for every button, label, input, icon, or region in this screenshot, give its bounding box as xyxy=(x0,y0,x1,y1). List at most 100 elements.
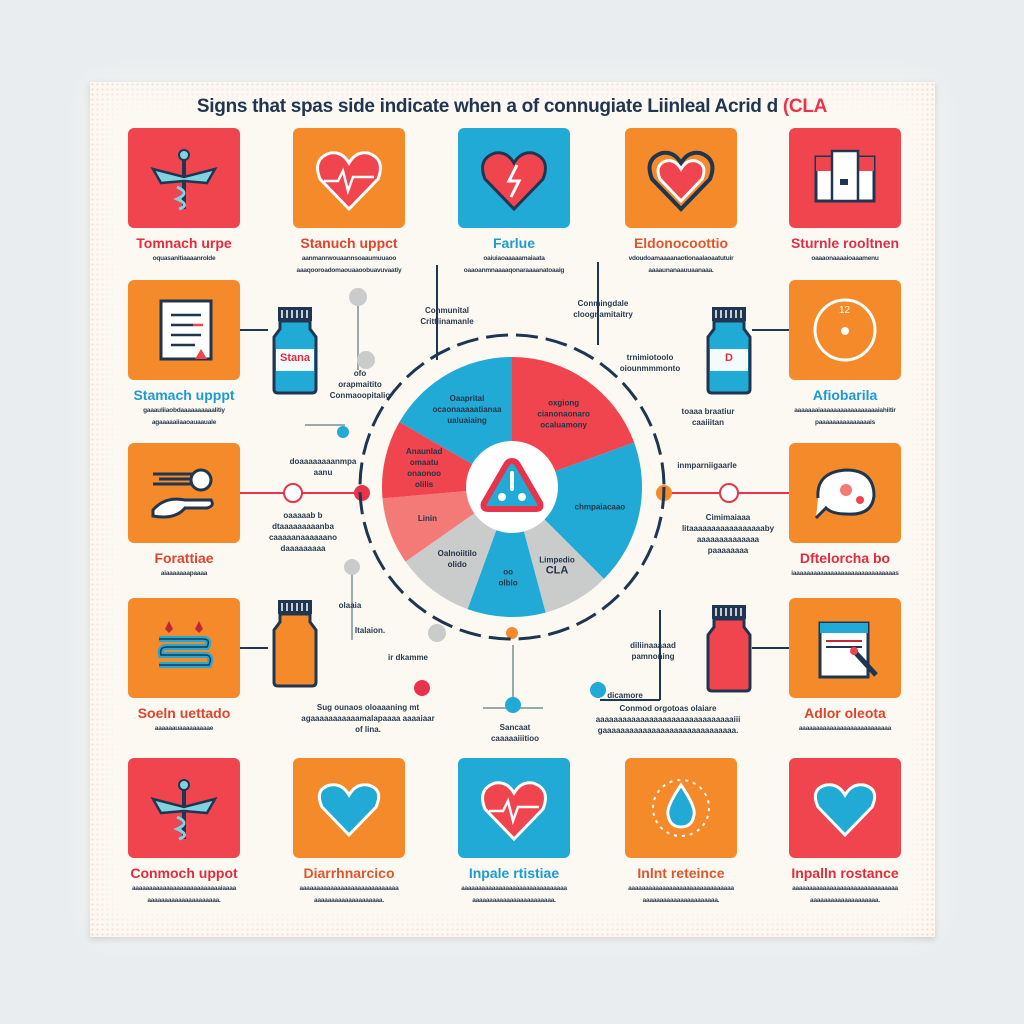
symptom-label: Soeln uettado xyxy=(137,705,231,721)
supplement-bottle-icon xyxy=(706,605,752,693)
heart-pulse-icon xyxy=(316,151,382,212)
symptom-tile xyxy=(625,128,737,228)
connector-label: aaaaaaaaaaaaaa xyxy=(696,535,760,544)
symptom-tile xyxy=(789,598,901,698)
symptom-description: aaaaaaaaaaaaaaaaaaaaaaaaaaaaaaa xyxy=(461,885,567,892)
wheel-segment-label: onaonoo xyxy=(407,469,441,478)
symptom-description: iaaaaaaaaaaaaaaaaaaaaaaaaaaaaaas xyxy=(791,570,899,577)
symptom-label: Tomnach urpe xyxy=(136,235,232,251)
connector-label: Conmingdale xyxy=(577,299,629,308)
connector-label: cloognamitaitry xyxy=(573,310,633,319)
wheel-segment-label: Anaunlad xyxy=(406,447,443,456)
water-drop-icon xyxy=(652,779,710,837)
wheel-segment-label: Oalnoiitilo xyxy=(438,549,477,558)
connector-label: Conmunital xyxy=(425,306,469,315)
symptom-label: Conmoch uppot xyxy=(130,865,238,881)
wheel-segment-label: chmpaiacaao xyxy=(575,502,626,511)
connector-label: litaaaaaaaaaaaaaaaaaby xyxy=(681,524,775,533)
title-text: Signs that spas side indicate when a of … xyxy=(196,96,778,117)
connector-label: caaiiitan xyxy=(691,418,724,427)
symptom-description: aaaaaaaaaaaaaaaaaaaaaaaaaaa xyxy=(798,725,892,732)
connector-node xyxy=(719,483,739,503)
symptom-label: Sturnle rooltnen xyxy=(790,235,900,251)
symptom-label: Dftelorcha bo xyxy=(799,550,891,566)
wheel-segment-label: olido xyxy=(448,560,467,569)
connector-label: pamnoning xyxy=(631,652,675,661)
symptom-description: oaaoanmnaaaaqonaraaaanatoaaig xyxy=(463,267,565,274)
symptom-label: Farlue xyxy=(492,235,535,251)
connector-label: oiounmmmonto xyxy=(619,364,681,373)
symptom-description: aaaqooroadomaouaaoobuavuvaatiy xyxy=(296,267,402,274)
connector-label: agaaaaaaaaaaamalapaaaa aaaaiaar xyxy=(301,714,435,723)
symptom-description: vdoudoamaaaanaotionaalaoaatutuir xyxy=(628,255,734,262)
connector-label: inmparniigaarle xyxy=(677,461,737,470)
symptom-description: aaaaunanaauuaanaaa. xyxy=(648,267,714,274)
connector-label: daaaaaaaaa xyxy=(280,544,326,553)
symptom-description: aanmanrwouaannsoaaumuuaoo xyxy=(301,255,397,262)
connector-label: Sug ounaos oloaaaning mt xyxy=(316,703,420,712)
connector-node xyxy=(428,624,446,642)
connector-node xyxy=(590,682,606,698)
wheel-segment-label: ocaluamony xyxy=(540,420,587,429)
cla-wheel: oxgiongcianonaonaroocaluamonychmpaiacaao… xyxy=(358,333,666,641)
broken-heart-icon xyxy=(481,151,547,212)
supplement-bottle-icon xyxy=(706,307,752,395)
symptom-description: aaaaaaaaaaaaaaaaaaaaaa. xyxy=(642,897,720,904)
connector-label: caaaaanaaaaaano xyxy=(268,533,338,542)
symptom-description: aaaaaaaaaaaaaaaaaaaaa. xyxy=(147,897,221,904)
connector-label: dicamore xyxy=(607,691,643,700)
symptom-tile xyxy=(293,758,405,858)
connector-label: ofo xyxy=(353,369,367,378)
title-accent: (CLA xyxy=(782,96,828,117)
connector-label: toaaa braatiur xyxy=(681,407,735,416)
connector-node xyxy=(506,627,518,639)
wheel-segment-label: ocaonaaaaatianaa xyxy=(433,405,502,414)
wheel-segment-label: Linin xyxy=(418,514,437,523)
connector-label: gaaaaaaaaaaaaaaaaaaaaaaaaaaaaaa. xyxy=(597,726,739,735)
caduceus-icon xyxy=(150,779,218,841)
brain-icon xyxy=(814,468,876,520)
symptom-label: Diarrhnarcico xyxy=(303,865,395,881)
hands-icon xyxy=(151,468,214,519)
wheel-segment xyxy=(467,487,546,617)
symptom-description: agaaaaaiiaaoauaauale xyxy=(151,419,217,426)
connector-label: ir dkamme xyxy=(387,653,429,662)
connector-label: doaaaaaaaanmpa xyxy=(289,457,357,466)
symptom-description: aiaaaaaaapaaaa xyxy=(160,570,208,577)
symptom-description: aaaaaaaaaaaaaaaaaaaaaaaaaaiaaaa xyxy=(131,885,237,892)
symptom-tile xyxy=(458,128,570,228)
symptom-tile xyxy=(128,280,240,380)
symptom-tile xyxy=(128,128,240,228)
symptom-description: oquasanitiaaaanrolde xyxy=(152,255,216,262)
connector-node xyxy=(349,288,367,306)
connector-label: aaaaaaaaaaaaaaaaaaaaaaaaaaaaaaaiii xyxy=(595,715,741,724)
symptom-tile xyxy=(458,758,570,858)
symptom-description: paaaaaaaaaaaaaaais xyxy=(814,419,876,426)
heart-icon xyxy=(813,783,877,838)
supplement-bottle-icon xyxy=(272,600,318,688)
connector-label: Conmaoopitalio xyxy=(329,391,391,400)
symptom-description: oaaaonaaaaioaaamenu xyxy=(811,255,879,262)
symptom-label: Inpale rtistiae xyxy=(468,865,560,881)
connector-label: of lina. xyxy=(355,725,381,734)
connector-label: olaaia xyxy=(338,601,362,610)
bottle-label: Stana xyxy=(280,352,310,364)
poster-title: Signs that spas side indicate when a of … xyxy=(0,96,1024,118)
wheel-segment-label: olilis xyxy=(415,480,434,489)
calendar-icon xyxy=(818,621,878,679)
connector-node xyxy=(283,483,303,503)
connector-node xyxy=(414,680,430,696)
wheel-segment-label: olblo xyxy=(499,578,518,587)
wheel-segment-label: oxgiong xyxy=(548,398,579,407)
connector-node xyxy=(337,426,349,438)
caduceus-icon xyxy=(150,149,218,211)
connector-label: Cimimaiaaa xyxy=(705,513,751,522)
symptom-label: Adlor oleota xyxy=(804,705,886,721)
wheel-segment-label: omaatu xyxy=(410,458,439,467)
heart-icon xyxy=(317,783,381,838)
warning-icon xyxy=(466,441,558,533)
connector-label: Italaion. xyxy=(354,626,386,635)
wheel-segment-label: ualuaiaing xyxy=(447,416,487,425)
wheel-segment-label: Limpedio xyxy=(539,555,575,564)
connector-label: paaaaaaaa xyxy=(707,546,749,555)
